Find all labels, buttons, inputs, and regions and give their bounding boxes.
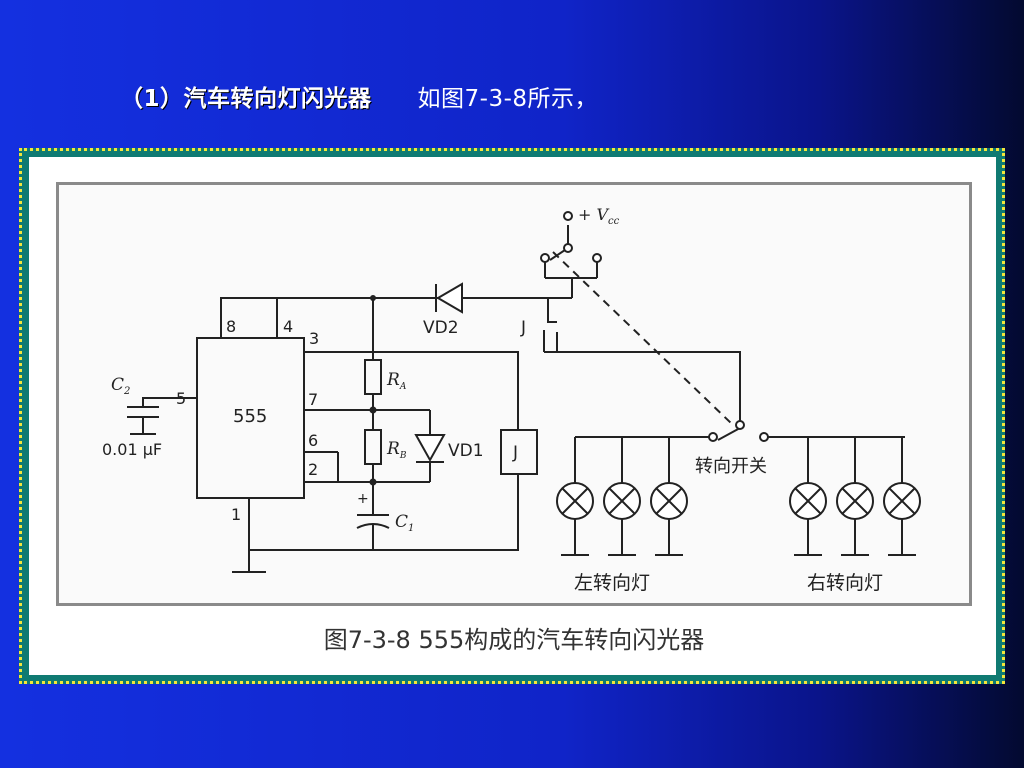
figure-caption: 图7-3-8 555构成的汽车转向闪光器	[323, 626, 705, 654]
pin-7-label: 7	[308, 390, 318, 409]
c2-value: 0.01 μF	[102, 440, 162, 459]
pin-1-label: 1	[231, 505, 241, 524]
pin-5-label: 5	[176, 389, 186, 408]
relay-coil	[500, 429, 538, 475]
pin-4-label: 4	[283, 317, 293, 336]
figure-box	[56, 182, 972, 606]
right-lamps-label: 右转向灯	[807, 572, 883, 594]
pin-2-label: 2	[308, 460, 318, 479]
chip-label: 555	[233, 406, 267, 427]
vcc-terminal	[563, 211, 573, 221]
relay-contact-label: J	[520, 318, 526, 338]
heading-note: 如图7-3-8所示，	[417, 86, 599, 112]
heading-main: （1）汽车转向灯闪光器	[120, 86, 372, 112]
resistor-ra	[364, 359, 382, 395]
pin-8-label: 8	[226, 317, 236, 336]
slide-heading: （1）汽车转向灯闪光器 如图7-3-8所示，	[120, 78, 598, 114]
chip-555	[196, 337, 305, 499]
ra-label: RA	[386, 370, 407, 392]
vcc-label: + Vcc	[578, 205, 620, 227]
pin-3-label: 3	[309, 329, 319, 348]
pin-6-label: 6	[308, 431, 318, 450]
rb-label: RB	[386, 439, 407, 461]
diode-vd2	[435, 282, 463, 314]
c2-label: C2	[111, 375, 130, 397]
vd1-label: VD1	[448, 441, 484, 461]
vd2-label: VD2	[423, 318, 459, 338]
relay-coil-label: J	[512, 443, 518, 463]
resistor-rb	[364, 429, 382, 465]
c1-polarity: +	[357, 491, 369, 507]
diode-vd1	[414, 434, 446, 463]
switch-label: 转向开关	[695, 456, 767, 477]
c1-label: C1	[395, 512, 414, 534]
left-lamps-label: 左转向灯	[574, 572, 650, 594]
